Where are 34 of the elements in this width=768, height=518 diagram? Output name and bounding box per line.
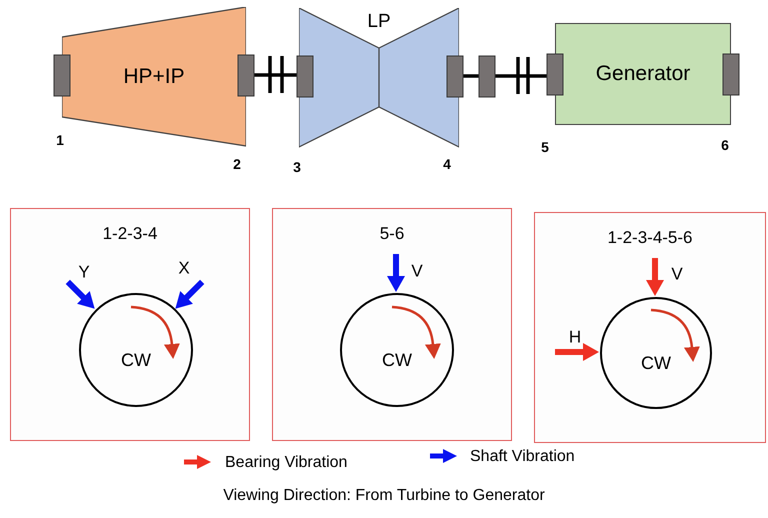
vibration-arrow xyxy=(66,280,97,311)
legend-label: Bearing Vibration xyxy=(225,455,348,471)
section-label: Generator xyxy=(596,61,690,88)
rotation-label: CW xyxy=(382,348,412,372)
bearing-number: 3 xyxy=(293,160,301,174)
vibration-arrow xyxy=(555,343,599,361)
vibration-arrow xyxy=(387,254,405,292)
panel-title: 1-2-3-4-5-6 xyxy=(606,227,694,249)
view-panel xyxy=(534,212,766,443)
bearing-number: 5 xyxy=(541,140,549,154)
bearing-number: 1 xyxy=(56,133,64,147)
rotation-label: CW xyxy=(641,352,671,374)
edge-label: X xyxy=(178,260,190,276)
generator-box xyxy=(555,23,731,125)
bearing-number: 4 xyxy=(443,157,451,171)
edge-label: V xyxy=(671,266,683,282)
turbine-section xyxy=(299,8,459,148)
bearing-number: 6 xyxy=(721,138,729,152)
panel-title: 5-6 xyxy=(378,223,406,245)
section-label: HP+IP xyxy=(123,64,185,90)
caption: Viewing Direction: From Turbine to Generator xyxy=(222,486,546,506)
view-panel xyxy=(272,208,512,441)
panel-title: 1-2-3-4 xyxy=(102,223,158,245)
turbine-section xyxy=(62,7,246,147)
vibration-arrow xyxy=(173,280,204,311)
bearing-number: 2 xyxy=(233,157,241,171)
edge-label: H xyxy=(568,328,582,346)
rotation-label: CW xyxy=(121,348,151,372)
edge-label: V xyxy=(411,262,423,280)
vibration-arrow xyxy=(646,258,664,296)
edge-label: Y xyxy=(78,264,90,280)
legend-label: Shaft Vibration xyxy=(470,449,575,465)
view-panel xyxy=(10,208,250,441)
section-label: LP xyxy=(366,10,392,34)
